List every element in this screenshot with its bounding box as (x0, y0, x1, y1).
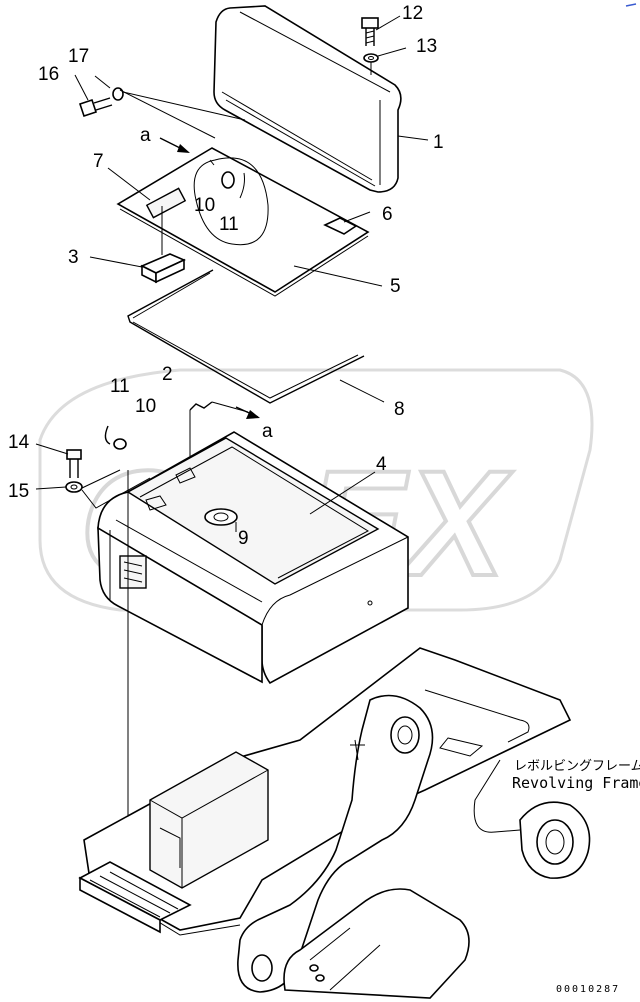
cushion-part (213, 5, 402, 193)
callout-labels: 1 2 3 4 5 6 7 8 9 10 10 11 11 12 13 14 1… (8, 3, 444, 549)
catch-6 (323, 217, 358, 235)
callout-10: 10 (135, 396, 156, 417)
callout-16: 16 (38, 64, 59, 85)
callout-12: 12 (402, 3, 423, 24)
seal-8 (127, 269, 365, 404)
callout-10: 10 (194, 195, 215, 216)
callout-14: 14 (8, 432, 30, 453)
callout-5: 5 (390, 276, 401, 297)
corner-mark (625, 3, 637, 7)
callout-11: 11 (110, 376, 130, 397)
callout-7: 7 (93, 151, 104, 172)
callout-15: 15 (8, 481, 29, 502)
washer-10 (113, 438, 127, 450)
leader-lines (35, 15, 429, 532)
callout-11: 11 (219, 214, 239, 235)
block-3 (140, 206, 186, 284)
callout-4: 4 (376, 454, 387, 475)
bolt-14 (65, 425, 151, 830)
frame-label: レボルビングフレーム Revolving Frame (512, 759, 640, 792)
callout-13: 13 (416, 36, 437, 57)
callout-8: 8 (394, 399, 405, 420)
bolt-16 (78, 87, 246, 139)
frame-label-en: Revolving Frame (512, 774, 640, 792)
doc-number: 00010287 (556, 984, 620, 995)
washer-13 (363, 53, 379, 75)
vent-grille (119, 555, 147, 589)
bolt-12 (361, 17, 379, 46)
callout-2: 2 (162, 364, 173, 385)
callout-17: 17 (68, 46, 89, 67)
ref-mark-label: a (262, 421, 273, 442)
frame-label-jp: レボルビングフレーム (514, 759, 640, 774)
box-4 (97, 431, 409, 685)
pin-11 (104, 425, 111, 445)
revolving-frame (78, 647, 591, 999)
drain-9 (204, 508, 238, 526)
callout-6: 6 (382, 204, 393, 225)
lid-plate (116, 147, 370, 297)
latch-7 (145, 187, 187, 219)
washer-17 (112, 87, 124, 101)
ref-mark-top: a (140, 125, 190, 153)
ref-mark-label: a (140, 125, 151, 146)
washer-15 (65, 481, 83, 493)
callout-1: 1 (433, 132, 444, 153)
callout-3: 3 (68, 247, 79, 268)
callout-9: 9 (238, 528, 249, 549)
